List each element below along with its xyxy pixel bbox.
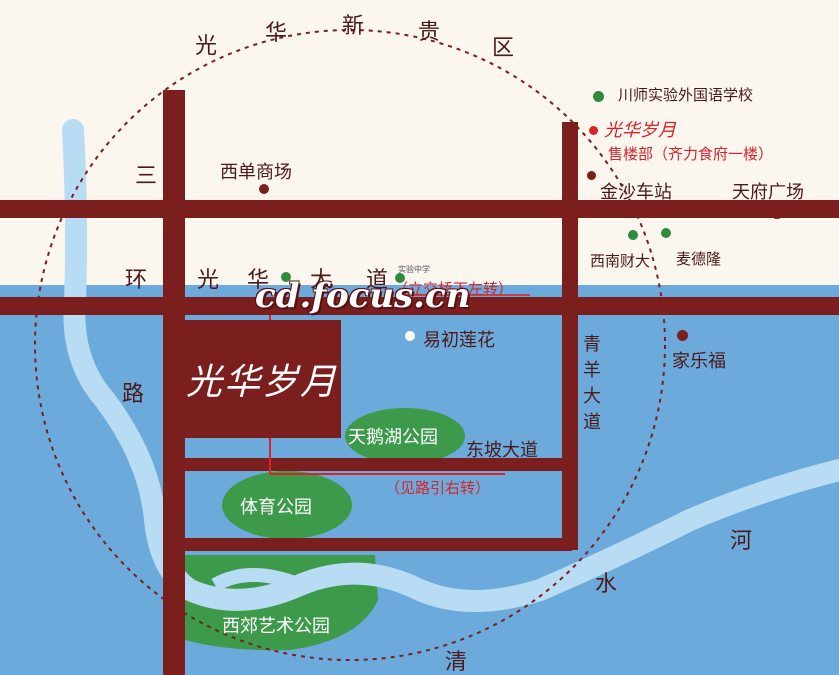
xidan-marker-icon <box>259 184 269 194</box>
xinan-caida-label: 西南财大 <box>590 252 651 270</box>
guanghua-char-4: 道 <box>366 268 391 293</box>
xinan-caida-marker-icon <box>628 230 638 240</box>
sales-office-label: 售楼部（齐力食府一楼） <box>608 145 774 163</box>
river-char-3: 河 <box>730 529 755 554</box>
jialefu-label: 家乐福 <box>672 351 726 372</box>
guanghua-char-1: 光 <box>197 268 222 293</box>
right-turn-note: （见路引右转） <box>385 479 491 497</box>
project-block: 光华岁月 <box>183 320 341 438</box>
xijiao-park-label: 西郊艺术公园 <box>222 616 330 637</box>
tiane-lake-park-shape <box>345 408 465 464</box>
maidelong-label: 麦德隆 <box>676 250 722 268</box>
shiyan-label: 实验中学 <box>398 265 430 274</box>
district-char-5: 区 <box>492 36 517 61</box>
river-char-1: 清 <box>445 650 470 675</box>
jinsha-station-marker-icon <box>587 171 596 180</box>
guanghua-green-marker-icon <box>281 272 291 282</box>
district-char-2: 华 <box>265 21 290 46</box>
guanghua-char-3: 大 <box>310 268 335 293</box>
school-marker-icon <box>593 91 604 102</box>
maidelong-marker-icon <box>661 228 671 238</box>
river-upper <box>62 119 839 612</box>
jialefu-marker-icon <box>677 330 688 341</box>
yichu-label: 易初莲花 <box>423 330 495 351</box>
district-char-1: 光 <box>195 34 220 59</box>
tianfu-square-marker-icon <box>769 203 785 219</box>
project-red-label: 光华岁月 <box>604 120 676 141</box>
jinsha-road <box>0 200 839 218</box>
qingyang-char-3: 大 <box>583 386 601 407</box>
jinsha-station-label: 金沙车站 <box>600 182 672 203</box>
shiyan-marker-icon <box>395 273 405 283</box>
district-char-3: 新 <box>342 14 367 39</box>
south-road <box>180 538 572 551</box>
qingyang-avenue <box>562 122 578 550</box>
dongpo-avenue-label: 东坡大道 <box>466 440 538 461</box>
project-name: 光华岁月 <box>185 362 338 403</box>
third-ring-road <box>163 90 185 675</box>
sports-park-label: 体育公园 <box>240 497 312 518</box>
school-label: 川师实验外国语学校 <box>618 86 754 104</box>
sports-park-shape <box>222 471 352 539</box>
watermark-text: cd.focus.cn <box>255 276 471 316</box>
ring-road-char-2: 环 <box>125 268 150 293</box>
dongpo-avenue <box>180 458 572 471</box>
district-char-4: 贵 <box>418 20 443 45</box>
yichu-marker-icon <box>405 331 415 341</box>
qingyang-char-1: 青 <box>583 334 601 355</box>
left-turn-note: （立交桥下左转） <box>393 280 514 298</box>
guanghua-char-2: 华 <box>247 268 272 293</box>
project-location-icon <box>589 126 598 135</box>
river-char-2: 水 <box>595 572 620 597</box>
xidan-label: 西单商场 <box>220 162 292 183</box>
ring-road-char-1: 三 <box>135 164 160 189</box>
tiane-lake-label: 天鹅湖公园 <box>348 427 438 448</box>
river-branch <box>211 568 303 592</box>
qingyang-char-2: 羊 <box>583 360 601 381</box>
tianfu-square-label: 天府广场 <box>732 182 804 203</box>
ring-boundary <box>34 29 666 661</box>
guanghua-avenue <box>0 297 839 315</box>
qingyang-char-4: 道 <box>583 412 601 433</box>
ring-road-char-3: 路 <box>122 382 147 407</box>
